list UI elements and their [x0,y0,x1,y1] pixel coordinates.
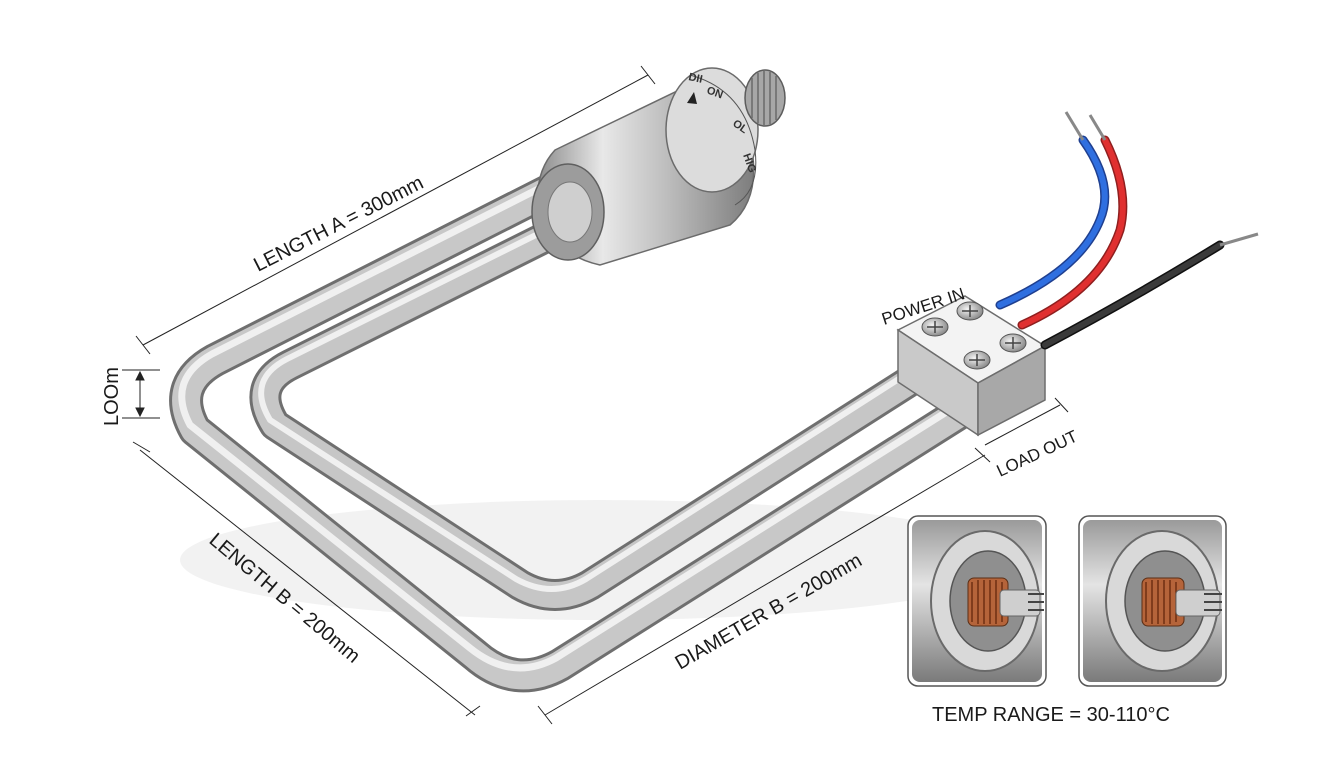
thermostat-knob[interactable] [744,69,786,127]
dial-mark-1: DII [687,71,703,86]
wires [995,111,1259,350]
dial-pointer-icon [687,92,697,104]
load-out-label: LOAD OUT [994,427,1081,481]
terminal-screw-icon [999,333,1027,353]
loom-label: LOOm [101,367,123,426]
terminal-screw-icon [921,317,949,337]
terminal-block [896,295,1047,437]
heating-tube-inner [249,199,951,611]
heating-tube-outer [169,168,997,693]
dial-mark-2: ON [705,85,725,102]
terminal-screw-icon [963,350,991,370]
detail-inset-2 [1078,515,1227,687]
dimension-lines [122,65,1069,725]
terminal-screw-icon [956,301,984,321]
detail-inset-1 [907,515,1047,687]
thermostat-head: DII ON OL HIG [531,67,786,266]
temp-range-label: TEMP RANGE = 30-110°C [932,704,1170,726]
